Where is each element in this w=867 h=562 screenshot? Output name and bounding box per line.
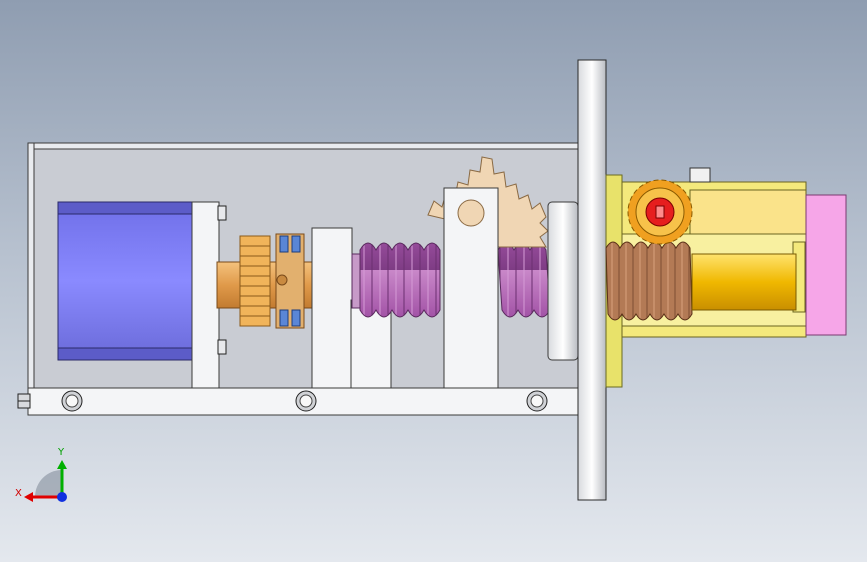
xyz-triad-icon[interactable] <box>24 460 67 502</box>
stepper-motor[interactable] <box>57 201 196 361</box>
output-gear[interactable] <box>627 179 693 245</box>
spur-gear-left[interactable] <box>239 235 271 327</box>
housing-top-rail <box>27 142 581 150</box>
pink-end-cap[interactable] <box>805 194 847 336</box>
motor-mount-plate[interactable] <box>191 201 220 389</box>
housing-left-wall <box>27 142 35 416</box>
mount-screw-top[interactable] <box>217 205 227 221</box>
gear-support-tower[interactable] <box>443 187 499 389</box>
axis-x-label: X <box>15 488 22 499</box>
worm-screw[interactable] <box>351 242 551 318</box>
base-bolt-right[interactable] <box>526 390 548 412</box>
output-rod[interactable] <box>691 253 797 311</box>
top-screw[interactable] <box>689 167 711 183</box>
base-bolt-left[interactable] <box>61 390 83 412</box>
shaft-coupling[interactable] <box>275 233 305 329</box>
bearing-support-1[interactable] <box>311 227 353 389</box>
mount-screw-bottom[interactable] <box>217 339 227 355</box>
output-worm[interactable] <box>605 241 693 321</box>
axis-y-label: Y <box>57 447 65 458</box>
side-screw[interactable] <box>17 393 31 409</box>
base-bolt-middle[interactable] <box>295 390 317 412</box>
end-bearing[interactable] <box>547 201 579 361</box>
flange-plate[interactable] <box>577 59 607 501</box>
